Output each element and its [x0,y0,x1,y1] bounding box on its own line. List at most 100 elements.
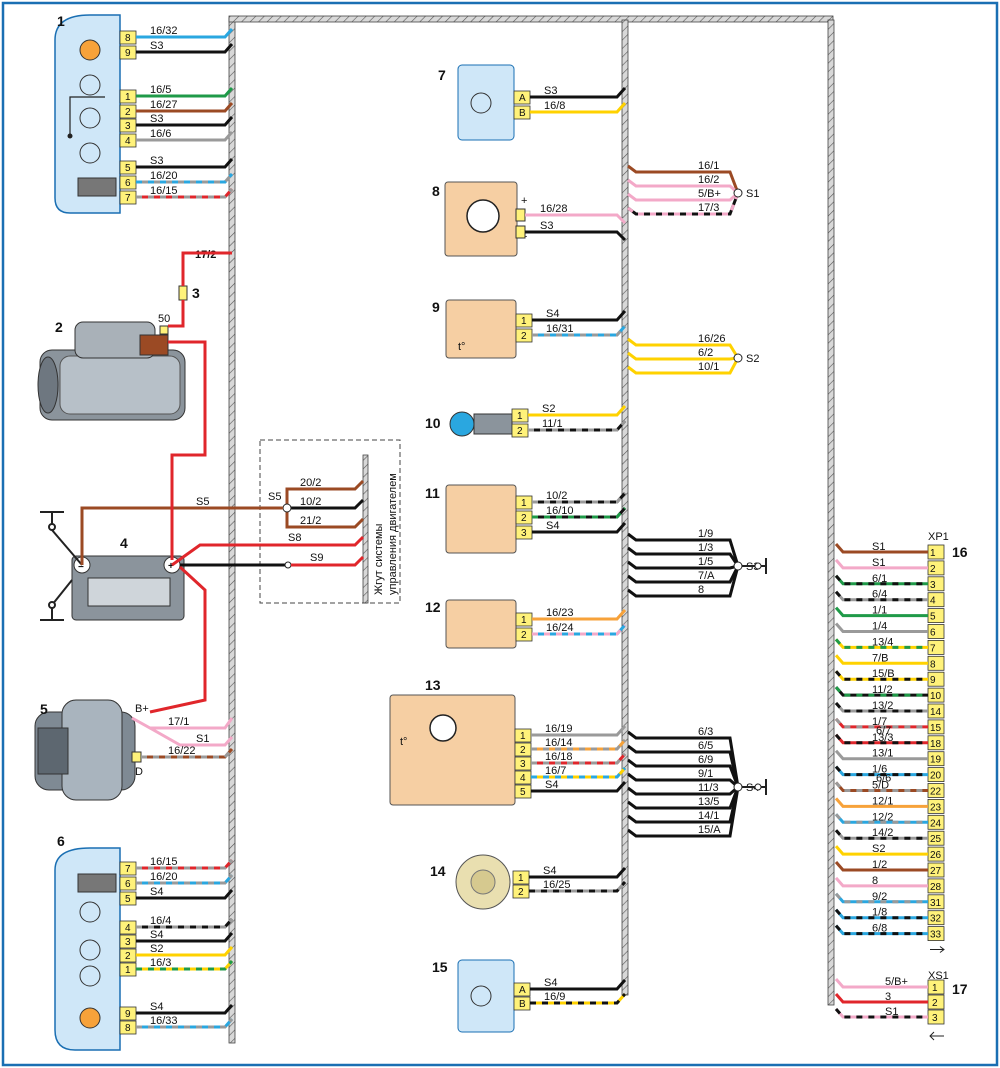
c1-pin-5-label: 5 [125,163,131,174]
xp1-wire-label-2: 6/1 [872,573,887,585]
c10-pins-wire-label-0: S2 [542,403,555,415]
c6-wire-label-0: 16/15 [150,856,178,868]
battery-wire-s5 [80,506,283,565]
c13-pins-pin-2-label: 2 [520,745,526,756]
c6-wire-label-6: 16/3 [150,957,171,969]
c14-pins-wire-label-0: S4 [543,865,556,877]
xs1-wire-2-stripe [834,1008,928,1019]
sensor-9-temp: t° [458,341,465,353]
xp1-wire-5 [834,622,928,633]
xp1-wire-label-22: 9/2 [872,891,887,903]
harness-label-line2: управления двигателем [387,473,399,595]
xp1-wire-9-stripe [834,686,928,697]
alt-wire-s1 [149,726,234,747]
s1-group-wire-0 [627,164,740,194]
c9-pins-pin-2-label: 2 [521,331,527,342]
c8-wire-1 [525,230,627,242]
s2-group-name: S2 [746,353,759,365]
c1-pin-8-label: 8 [125,33,131,44]
c1-wire-4 [136,116,234,127]
c6-wire-0-stripe [136,859,234,870]
xs1-pin-label-1: 1 [932,983,938,994]
xp1-wire-label-21: 8 [872,875,878,887]
c15-pins-wire-0 [530,979,627,991]
c6-wire-label-4: S4 [150,929,163,941]
c6-wire-label-5: S2 [150,943,163,955]
xp1-wire-label-5: 1/4 [872,621,887,633]
starter-terminal [159,325,169,335]
xs1-title: XS1 [928,970,949,982]
s5-label-1: 10/2 [300,496,321,508]
c6-wire-label-7: S4 [150,1001,163,1013]
s2-group-label-0: 16/26 [698,333,726,345]
fan-module-13 [389,694,516,806]
xp1-wire-label-11: 1/7 [872,716,887,728]
s1-group-label-2: 5/В+ [698,188,721,200]
xp1-wire-label-16: 12/1 [872,795,893,807]
xp1-wire-0 [834,543,928,554]
c8-wire-0 [525,213,627,225]
c9-pins-wire-label-0: S4 [546,308,559,320]
xp1-wire-label-0: S1 [872,541,885,553]
c1-pin-6-label: 6 [125,178,131,189]
connector-xp1: 1S12S136/146/451/161/4713/487/В915/В1011… [834,541,945,953]
component-number-13: 13 [425,677,441,693]
s3-group-label-1: 1/3 [698,542,713,554]
xp1-wire-label-7: 7/В [872,652,889,664]
c12-pins-wire-0 [532,609,627,621]
switch-12 [445,599,517,649]
c6-wire-5 [136,946,234,957]
s4-group-label-4: 11/3 [698,782,719,794]
c6-pin-3-label: 3 [125,937,131,948]
c13-pins-wire-label-1: 16/14 [545,737,573,749]
s2-group-label-1: 6/2 [698,347,713,359]
xp1-wire-14-stripe [834,765,928,777]
battery-label-s9: S9 [310,552,323,564]
c6-wire-3-stripe [136,918,234,929]
c6-pin-7-label: 7 [125,864,131,875]
c9-pins-pin-1-label: 1 [521,316,527,327]
c6-pin-2-label: 2 [125,951,131,962]
c1-wire-2 [136,87,234,98]
splice-s5: 20/210/221/2S5 [268,477,365,529]
xp1-pin-label-22: 22 [930,787,942,798]
xp1-wire-15-stripe [834,781,928,792]
s1-group-label-0: 16/1 [698,160,719,172]
c1-wire-label-3: 16/27 [150,99,178,111]
c12-pins-pin-2-label: 2 [521,630,527,641]
s4-group-wire-2 [627,758,740,788]
s3-group-ground [742,558,767,574]
xp1-pin-label-14: 14 [930,707,942,718]
splice-s1: 16/116/25/В+17/3S1 [627,160,759,216]
s4-group-label-0: 6/3 [698,726,713,738]
s3-group-label-2: 1/5 [698,556,713,568]
c11-pins-pin-2-label: 2 [521,513,527,524]
xp1-wire-label-14: 1/6 [872,764,887,776]
s4-group-label-6: 14/1 [698,810,719,822]
c6-pin-4-label: 4 [125,923,131,934]
c13-pins-wire-2-stripe [531,753,627,765]
s2-group-wire-0 [627,337,740,359]
c14-pins-pin-2-label: 2 [518,887,524,898]
c6-wire-7 [136,1004,234,1015]
c11-pins-wire-label-1: 16/10 [546,505,574,517]
c1-pin-3-label: 3 [125,121,131,132]
s5-label-2: 21/2 [300,515,321,527]
c1-wire-label-5: 16/6 [150,128,171,140]
starter-motor-2 [37,321,186,421]
c13-pins-wire-label-4: S4 [545,779,558,791]
alternator-d: D [135,766,143,778]
c6-wire-label-2: S4 [150,886,163,898]
xp1-pin-label-7: 7 [930,643,936,654]
xp1-wire-label-18: 14/2 [872,827,893,839]
c1-wire-label-4: S3 [150,113,163,125]
s5-wire-1 [287,498,365,510]
xp1-wire-3-stripe [834,590,928,602]
